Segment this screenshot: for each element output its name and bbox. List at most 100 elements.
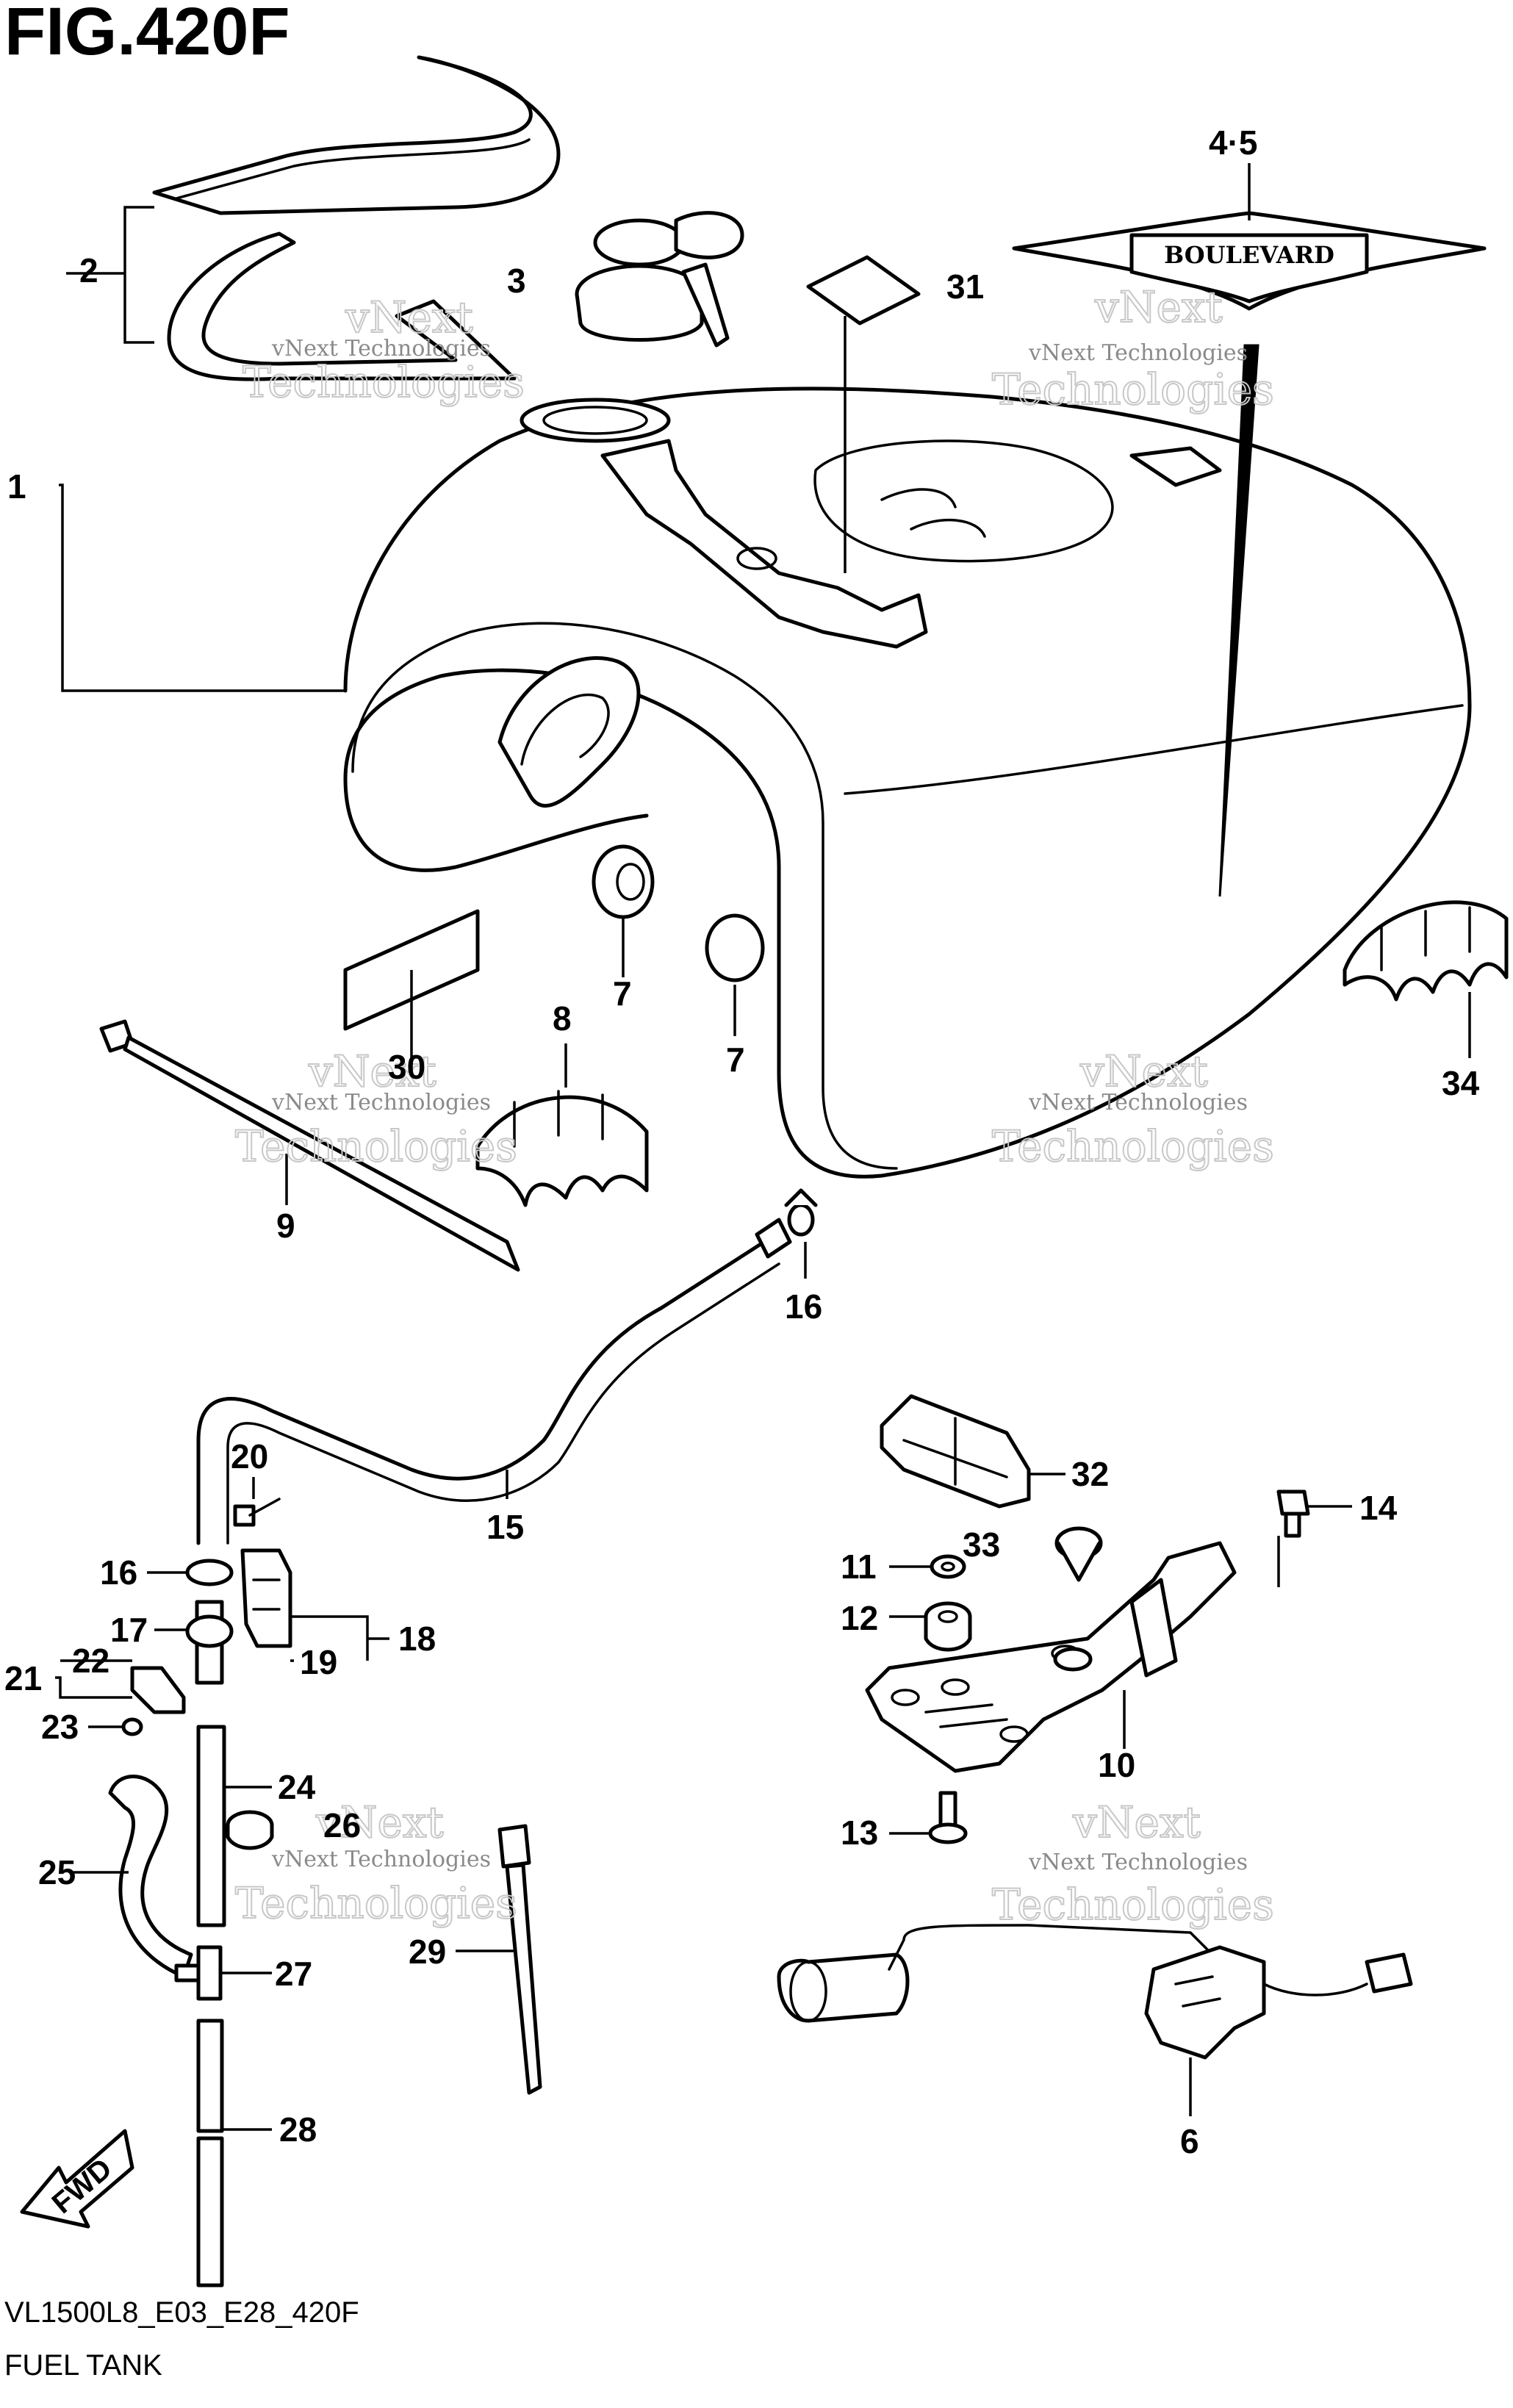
callout-3: 3 [507, 262, 526, 300]
screw-13 [889, 1791, 968, 1844]
figure-title: FIG.420F [4, 0, 290, 69]
callout-16-lower: 16 [100, 1553, 137, 1592]
watermark-outline-tech: Technologies [992, 364, 1274, 414]
callout-30: 30 [388, 1048, 425, 1086]
callout-24: 24 [278, 1768, 316, 1806]
callout-25: 25 [38, 1853, 76, 1891]
decal-strip-lower [167, 231, 517, 381]
watermark-text: vNext Technologies [1028, 340, 1248, 366]
hose-28 [196, 2019, 272, 2287]
callout-2: 2 [79, 251, 98, 290]
watermark-outline-vnext: vNext [1094, 282, 1223, 332]
callout-4-5: 4·5 [1209, 123, 1257, 162]
callout-10: 10 [1098, 1746, 1135, 1784]
hose-24 [196, 1725, 272, 1927]
mounting-bracket-10 [865, 1541, 1237, 1773]
callout-13: 13 [841, 1814, 878, 1852]
hose-clamp-16-upper [784, 1188, 818, 1279]
bolt-20 [233, 1477, 281, 1527]
fuel-valve-17 [154, 1600, 234, 1685]
watermark-group-bottom-left: vNext Technologies vNext Technologies [234, 1797, 518, 1929]
callout-15: 15 [486, 1508, 524, 1546]
callout-14: 14 [1359, 1489, 1398, 1527]
callout-18-19-bracket [290, 1615, 389, 1662]
watermark-group-mid-right: vNext Technologies vNext Technologies [991, 1046, 1275, 1172]
figure-caption: FUEL TANK [4, 2349, 162, 2382]
emblem-text: BOULEVARD [1164, 241, 1334, 269]
fuel-level-sender-6 [777, 1924, 1413, 2116]
decal-strip-upper [152, 55, 561, 215]
watermark-outline-vnext: vNext [315, 1797, 444, 1847]
watermark-group-mid-left: vNext Technologies vNext Technologies [234, 1046, 518, 1172]
label-sticker-31 [806, 255, 921, 573]
callout-1: 1 [7, 467, 26, 506]
watermark-outline-tech: Technologies [992, 1880, 1274, 1930]
damper-33 [1054, 1526, 1103, 1582]
watermark-outline-tech: Technologies [235, 1121, 517, 1171]
callout-21: 21 [4, 1659, 42, 1697]
watermark-text: vNext Technologies [1028, 1850, 1248, 1875]
callout-8: 8 [553, 999, 572, 1038]
watermark-outline-tech: Technologies [242, 357, 525, 407]
callout-26: 26 [323, 1806, 361, 1844]
cushion-8 [475, 1043, 649, 1207]
cap-26 [226, 1810, 274, 1850]
callout-33: 33 [963, 1525, 1000, 1564]
watermark-outline-tech: Technologies [235, 1878, 517, 1928]
callout-6: 6 [1180, 2122, 1199, 2160]
watermark-text: vNext Technologies [1028, 1090, 1248, 1115]
callout-12: 12 [841, 1599, 878, 1637]
cable-tie-29 [456, 1824, 542, 2095]
watermark-text: vNext Technologies [271, 336, 491, 362]
watermark-outline-vnext: vNext [1079, 1046, 1208, 1096]
callout-28: 28 [279, 2110, 317, 2149]
callout-31: 31 [946, 267, 984, 306]
watermark-outline-vnext: vNext [345, 292, 473, 342]
damper-7-cap [705, 913, 765, 1036]
damper-7-ring [592, 844, 655, 977]
callout-19: 19 [300, 1643, 337, 1681]
hose-25 [73, 1775, 193, 1979]
pad-32 [880, 1394, 1065, 1509]
watermark-group-top-right: vNext Technologies vNext Technologies [991, 281, 1275, 415]
model-code: VL1500L8_E03_E28_420F [4, 2296, 359, 2329]
fuel-tank [343, 387, 1472, 1179]
clamp-22 [130, 1666, 186, 1714]
callout-32: 32 [1071, 1455, 1109, 1493]
boulevard-emblem: BOULEVARD [1012, 163, 1487, 897]
callout-17: 17 [110, 1611, 148, 1649]
watermark-outline-tech: Technologies [992, 1121, 1274, 1171]
callout-18: 18 [398, 1620, 436, 1658]
watermark-text: vNext Technologies [271, 1847, 491, 1872]
screw-23 [88, 1717, 143, 1736]
valve-bracket-19 [240, 1548, 292, 1648]
callout-22: 22 [72, 1642, 109, 1680]
callout-9: 9 [276, 1207, 295, 1245]
callout-16-upper: 16 [785, 1287, 822, 1326]
watermark-outline-vnext: vNext [308, 1046, 436, 1096]
washer-11 [889, 1554, 966, 1579]
callout-20: 20 [231, 1437, 268, 1476]
watermark-group-bottom-right: vNext Technologies vNext Technologies [991, 1797, 1275, 1930]
t-joint-27 [174, 1945, 272, 2001]
fuel-cap [575, 211, 744, 348]
watermark-text: vNext Technologies [271, 1090, 491, 1115]
callout-27: 27 [275, 1955, 312, 1993]
callout-34: 34 [1442, 1064, 1480, 1102]
callout-29: 29 [409, 1933, 446, 1971]
cable-tie-9 [99, 1019, 520, 1272]
callout-7-ring: 7 [613, 974, 632, 1013]
cushion-34 [1343, 900, 1509, 1058]
watermark-group-top-left: vNext Technologies vNext Technologies [242, 292, 525, 408]
watermark-outline-vnext: vNext [1072, 1797, 1201, 1847]
label-sticker-30 [343, 909, 480, 1058]
callout-11: 11 [841, 1548, 877, 1586]
callout-21-22-bracket [55, 1659, 132, 1699]
hose-clamp-16-lower [147, 1559, 234, 1586]
callout-23: 23 [41, 1708, 79, 1746]
callout-7-cap: 7 [726, 1041, 745, 1079]
fwd-arrow-icon: FWD [20, 2129, 134, 2229]
bolt-14 [1276, 1489, 1352, 1587]
callout-1-bracket [59, 206, 345, 692]
